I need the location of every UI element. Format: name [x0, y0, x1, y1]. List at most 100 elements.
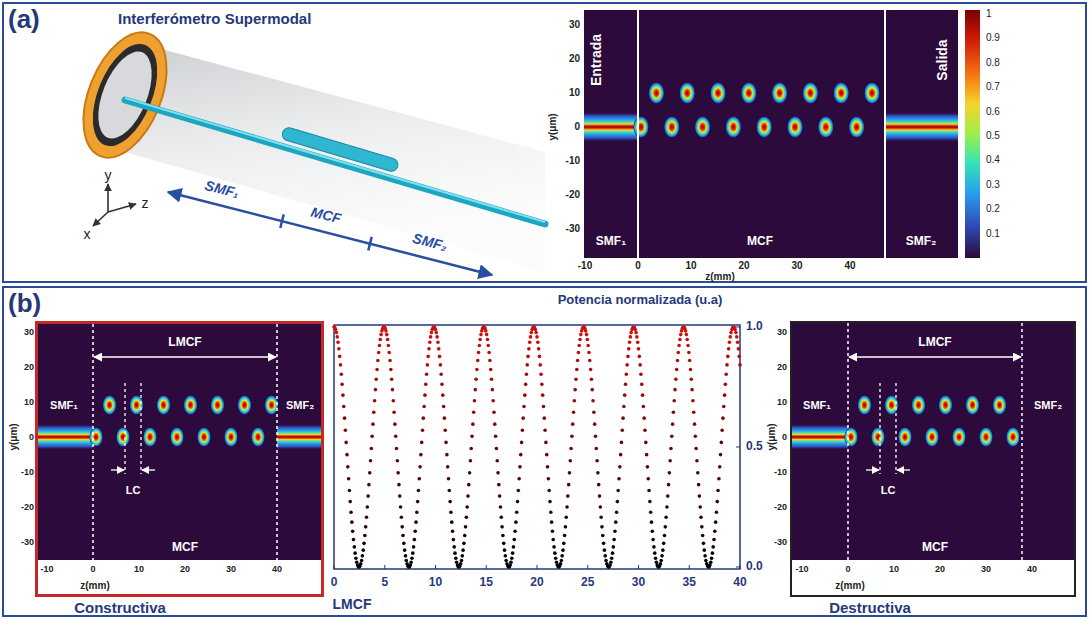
power-dot — [523, 393, 527, 397]
power-dot — [392, 410, 396, 414]
power-dot — [415, 510, 419, 514]
tick-label: 1.0 — [746, 320, 763, 334]
power-dot — [578, 338, 582, 342]
power-dot — [491, 388, 495, 392]
fiber-end — [87, 44, 162, 146]
power-dot — [551, 530, 555, 534]
power-dot — [344, 428, 348, 432]
power-dot — [690, 388, 694, 392]
power-dot — [526, 355, 530, 359]
tick-label: 30 — [569, 19, 580, 31]
tick-label: 30 — [226, 564, 236, 574]
power-dot — [340, 383, 344, 387]
power-dot — [471, 422, 475, 426]
power-dot — [469, 447, 473, 451]
power-dot — [573, 399, 577, 403]
power-dot — [634, 331, 638, 335]
tick-label: -10 — [774, 467, 787, 477]
intensity-spot — [170, 427, 184, 447]
power-dot — [698, 505, 702, 509]
power-dot — [348, 500, 352, 504]
intensity-spot — [251, 427, 265, 447]
power-dot — [626, 355, 630, 359]
tick-label: 15 — [480, 576, 493, 590]
colorbar-tick: 0.3 — [986, 179, 1000, 191]
tick-label: 10 — [889, 564, 899, 574]
power-dot — [722, 405, 726, 409]
chart-frame — [334, 325, 740, 569]
power-dot — [396, 459, 400, 463]
power-dot — [467, 483, 471, 487]
power-dot — [616, 489, 620, 493]
power-chart — [332, 325, 742, 569]
power-dot — [414, 520, 418, 524]
power-dot — [452, 545, 456, 549]
power-dot — [559, 562, 563, 566]
power-dot — [628, 341, 632, 345]
intensity-spot — [871, 427, 885, 447]
power-dot — [410, 557, 414, 561]
power-dot — [478, 344, 482, 348]
intensity-spot — [741, 82, 757, 104]
power-dot — [689, 377, 693, 381]
tick-label: -30 — [566, 223, 580, 235]
power-dot — [529, 335, 533, 339]
power-dot — [686, 344, 690, 348]
tick-label: 10 — [569, 87, 580, 99]
power-dot — [378, 338, 382, 342]
coupling-length-arrow — [866, 469, 879, 470]
power-dot — [554, 557, 558, 561]
node-text: SMF₁ — [596, 235, 626, 249]
power-dot — [659, 559, 663, 563]
tick-label: -30 — [774, 537, 787, 547]
power-dot — [689, 368, 693, 372]
intensity-spot — [787, 116, 803, 138]
power-dot — [593, 422, 597, 426]
power-dot — [504, 559, 508, 563]
power-dot — [629, 331, 633, 335]
power-dot — [561, 548, 565, 552]
power-dot — [736, 341, 740, 345]
power-dot — [439, 372, 443, 376]
power-dot — [413, 530, 417, 534]
tick-label: -10 — [21, 467, 34, 477]
power-dot — [703, 554, 707, 558]
power-dot — [412, 545, 416, 549]
power-dot — [579, 333, 583, 337]
power-dot — [348, 489, 352, 493]
power-dot — [699, 515, 703, 519]
power-dot — [367, 483, 371, 487]
power-dot — [602, 542, 606, 546]
power-dot — [713, 530, 717, 534]
power-dot — [369, 459, 373, 463]
power-dot — [402, 542, 406, 546]
power-dot — [434, 328, 438, 332]
power-dot — [376, 359, 380, 363]
heatmap-ground — [792, 323, 1074, 560]
section-boundary — [92, 324, 94, 560]
intensity-spot — [849, 116, 865, 138]
intensity-spot — [238, 395, 252, 415]
power-dot — [384, 329, 388, 333]
axis-title: z(mm) — [705, 271, 734, 283]
power-dot — [591, 399, 595, 403]
tick-label: -20 — [774, 502, 787, 512]
tick-label: 30 — [981, 564, 991, 574]
intensity-spot — [695, 116, 711, 138]
power-dot — [676, 359, 680, 363]
power-dot — [650, 520, 654, 524]
power-dot — [676, 351, 680, 355]
colorbar-tick: 1 — [986, 8, 992, 20]
power-dot — [588, 359, 592, 363]
dimension-tick — [280, 214, 283, 228]
power-dot — [335, 331, 339, 335]
power-dot — [642, 405, 646, 409]
power-dot — [640, 383, 644, 387]
node-text: MCF — [172, 541, 198, 555]
power-dot — [568, 459, 572, 463]
power-dot — [527, 347, 531, 351]
tick-mark — [587, 565, 588, 569]
power-dot — [345, 453, 349, 457]
power-dot — [379, 333, 383, 337]
colorbar-tick: 0.2 — [986, 203, 1000, 215]
